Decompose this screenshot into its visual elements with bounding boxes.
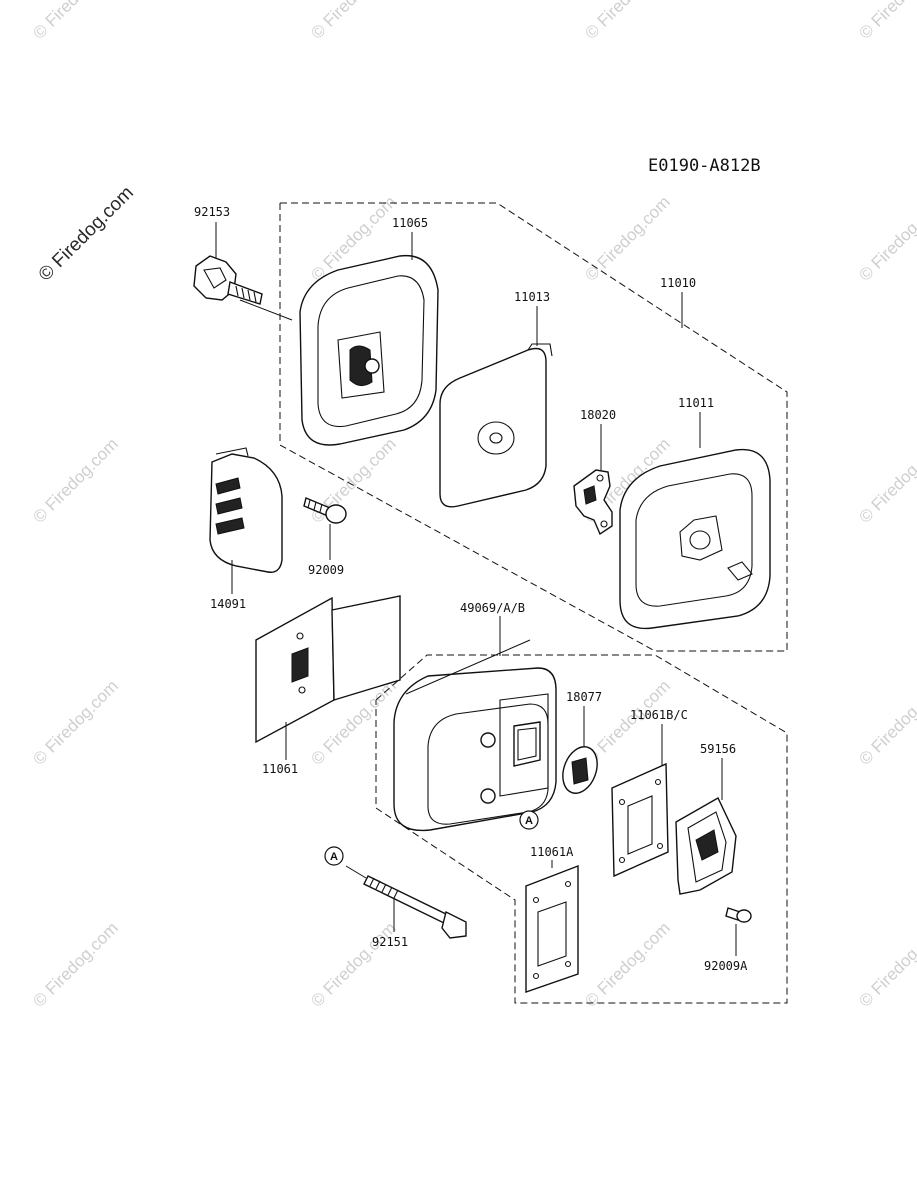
watermark-tiles: © Firedog.com © Firedog.com © Firedog.co… [29, 0, 917, 1011]
callout-muffler-ref-label: A [525, 815, 533, 827]
label-11065: 11065 [392, 216, 428, 230]
watermark-tile: © Firedog.com [307, 0, 399, 43]
watermark-tile: © Firedog.com [29, 434, 121, 526]
watermark-tile: © Firedog.com [29, 918, 121, 1010]
watermark-main: © Firedog.com [35, 182, 138, 285]
part-11013-element [439, 343, 553, 508]
callout-bolt-ref-label: A [330, 851, 338, 863]
label-18020: 18020 [580, 408, 616, 422]
part-92151-bolt [363, 875, 467, 939]
label-49069-A-B: 49069/A/B [460, 601, 525, 615]
label-11061B-C: 11061B/C [630, 708, 688, 722]
label-14091: 14091 [210, 597, 246, 611]
label-11010: 11010 [660, 276, 696, 290]
label-92009: 92009 [308, 563, 344, 577]
part-11011-case [619, 448, 771, 630]
label-11061: 11061 [262, 762, 298, 776]
watermark-tile: © Firedog.com [855, 434, 917, 526]
watermark-tile: © Firedog.com [855, 676, 917, 768]
label-18077: 18077 [566, 690, 602, 704]
callout-bolt-ref: A [324, 846, 344, 866]
part-labels: 92153 11065 11013 11010 18020 11011 9200… [194, 205, 748, 973]
watermark-tile: © Firedog.com [855, 918, 917, 1010]
callout-muffler-ref: A [519, 810, 539, 830]
group-outline-muffler [375, 654, 788, 1004]
label-92009A: 92009A [704, 959, 748, 973]
part-49069-muffler [393, 667, 557, 832]
watermark-tile: © Firedog.com [855, 0, 917, 43]
leader-lines [215, 222, 737, 956]
watermark-tile: © Firedog.com [581, 192, 673, 284]
label-11011: 11011 [678, 396, 714, 410]
label-92153: 92153 [194, 205, 230, 219]
part-18077-screen [562, 746, 598, 794]
watermark-tile: © Firedog.com [581, 918, 673, 1010]
watermark-tile: © Firedog.com [855, 192, 917, 284]
part-92153-knob [193, 255, 263, 305]
label-11013: 11013 [514, 290, 550, 304]
part-11065-cover [299, 254, 439, 446]
watermark-tile: © Firedog.com [29, 0, 121, 43]
watermark-tile: © Firedog.com [29, 676, 121, 768]
part-11061-shield [255, 595, 401, 744]
label-59156: 59156 [700, 742, 736, 756]
label-92151: 92151 [372, 935, 408, 949]
diagram-code: E0190-A812B [648, 156, 761, 176]
part-92009-bolt [303, 497, 347, 524]
part-14091-plate [209, 447, 283, 573]
watermark-tile: © Firedog.com [581, 0, 673, 43]
part-11061A-gasket [525, 864, 579, 993]
part-11061BC-gasket [611, 762, 669, 878]
part-92009A-screw [725, 907, 752, 923]
label-11061A: 11061A [530, 845, 574, 859]
part-59156-cover [675, 797, 737, 895]
watermark-tile: © Firedog.com [307, 918, 399, 1010]
part-18020-bracket [573, 469, 613, 536]
